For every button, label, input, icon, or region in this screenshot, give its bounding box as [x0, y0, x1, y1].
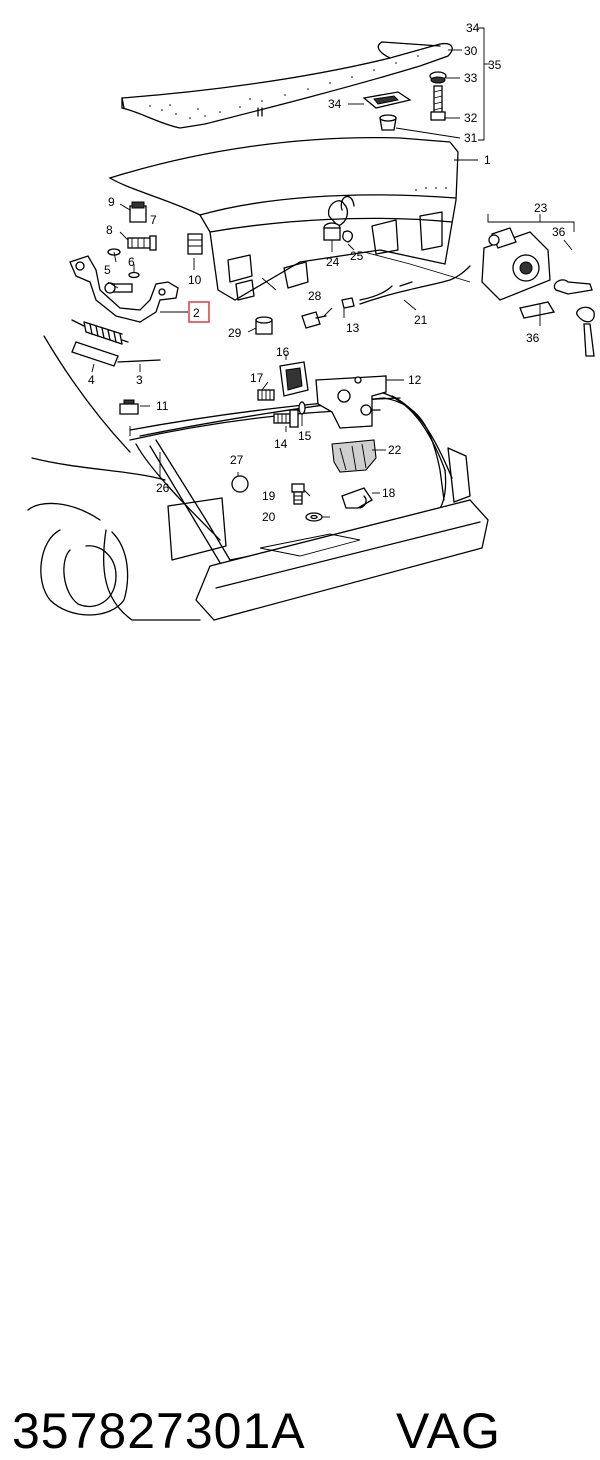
leader-lines — [91, 27, 575, 518]
hinge-pin — [104, 282, 133, 294]
striker — [341, 487, 373, 509]
brand-name: VAG — [396, 1403, 501, 1459]
car-body — [27, 335, 489, 621]
keys — [519, 279, 595, 357]
hinge — [69, 255, 179, 323]
trunk-lid — [108, 137, 459, 301]
rod-clip — [301, 311, 327, 329]
torsion-spring — [71, 319, 129, 345]
callout-32: 32 — [464, 111, 478, 125]
callout-20: 20 — [262, 510, 276, 524]
callout-29: 29 — [228, 326, 242, 340]
callout-36-top: 36 — [552, 225, 566, 239]
spring-sleeve — [71, 341, 119, 367]
rubber-plug — [231, 475, 249, 493]
callout-10: 10 — [188, 273, 202, 287]
callout-28: 28 — [308, 289, 322, 303]
hinge-washer-small — [128, 271, 140, 279]
callout-8: 8 — [106, 223, 113, 237]
lid-buffer — [187, 233, 203, 255]
callout-35: 35 — [488, 58, 502, 72]
lock-barrel-housing — [481, 227, 551, 301]
callout-21: 21 — [414, 313, 428, 327]
callout-2: 2 — [193, 306, 200, 320]
callout-23: 23 — [534, 201, 548, 215]
callout-13: 13 — [346, 321, 360, 335]
hinge-bolt — [127, 235, 157, 251]
callout-24: 24 — [326, 255, 340, 269]
spoiler-bolt — [430, 85, 446, 121]
callout-6: 6 — [128, 255, 135, 269]
rear-spoiler — [121, 41, 453, 129]
callout-19: 19 — [262, 489, 276, 503]
trunk-lid-exploded-diagram: 34 30 35 33 34 32 31 1 9 23 7 8 36 6 24 … — [27, 21, 595, 621]
callout-16: 16 — [276, 345, 290, 359]
lock — [315, 375, 387, 429]
striker-washer — [305, 512, 323, 522]
callout-25: 25 — [350, 249, 364, 263]
callout-34-top: 34 — [466, 21, 480, 35]
support-rod — [117, 359, 161, 363]
callout-36-bottom: 36 — [526, 331, 540, 345]
hinge-stop-buffer — [129, 201, 147, 223]
striker-bolt — [291, 483, 305, 505]
spoiler-washer — [429, 71, 447, 84]
cable-clip — [119, 399, 139, 415]
callout-3: 3 — [136, 373, 143, 387]
callout-7: 7 — [150, 213, 157, 227]
callout-31: 31 — [464, 131, 478, 145]
callout-5: 5 — [104, 263, 111, 277]
callout-labels: 34 30 35 33 34 32 31 1 9 23 7 8 36 6 24 … — [88, 21, 566, 524]
callout-18: 18 — [382, 486, 396, 500]
callout-4: 4 — [88, 373, 95, 387]
lock-clip — [342, 230, 353, 243]
callout-33: 33 — [464, 71, 478, 85]
part-number: 357827301A — [12, 1403, 306, 1459]
callout-17: 17 — [250, 371, 264, 385]
callout-26: 26 — [156, 481, 170, 495]
callout-14: 14 — [274, 437, 288, 451]
callout-34-bracket: 34 — [328, 97, 342, 111]
spoiler-grommet — [379, 114, 397, 131]
callout-12: 12 — [408, 373, 422, 387]
callout-11: 11 — [156, 399, 169, 413]
lock-screw — [257, 389, 275, 401]
callout-9: 9 — [108, 195, 115, 209]
operating-rod — [359, 265, 471, 305]
callout-1: 1 — [484, 153, 491, 167]
spoiler-mounting-bracket — [362, 91, 412, 109]
lock-actuator — [279, 361, 309, 397]
callout-15: 15 — [298, 429, 312, 443]
lock-cover — [331, 439, 377, 473]
lock-bumper — [255, 316, 273, 335]
callout-27: 27 — [230, 453, 244, 467]
highlight-box — [188, 301, 210, 323]
lock-bolt — [273, 409, 299, 428]
caption: 357827301A VAG — [0, 700, 600, 1459]
lock-cylinder — [323, 222, 341, 241]
lock-washer — [298, 401, 306, 415]
callout-22: 22 — [388, 443, 402, 457]
callout-30: 30 — [464, 44, 478, 58]
rod-clip-small — [341, 297, 355, 309]
